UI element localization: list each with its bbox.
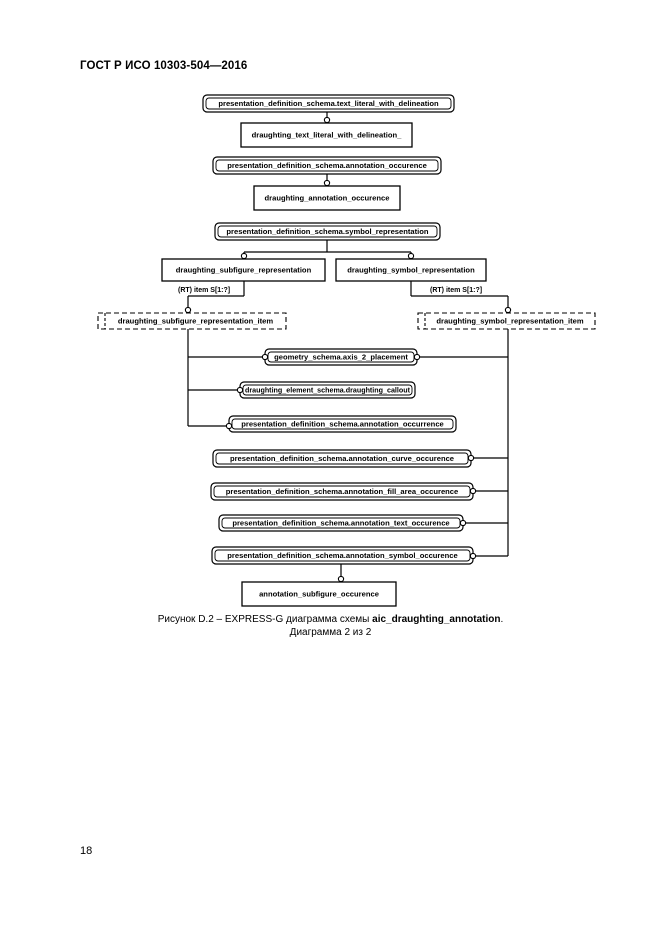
subtype-circle-3 [240, 252, 248, 260]
entity-box [205, 97, 452, 110]
entity-box [253, 185, 401, 211]
entity-draughting-symbol-representation: draughting_symbol_representation [335, 258, 487, 282]
circle-fill-area [469, 487, 477, 495]
entity-label: geometry_schema.axis_2_placement [274, 353, 408, 362]
entity-presentation-definition-schema-symbol-representation: presentation_definition_schema.symbol_re… [214, 222, 441, 241]
entity-label: presentation_definition_schema.annotatio… [241, 420, 444, 429]
entity-geometry-schema-axis-2-placement: geometry_schema.axis_2_placement [264, 348, 418, 366]
subtype-circle-1 [323, 116, 331, 124]
figure-caption: Рисунок D.2 – EXPRESS-G диаграмма схемы … [0, 613, 661, 639]
circle-text [459, 519, 467, 527]
circle-callout [236, 386, 244, 394]
entity-box [202, 94, 455, 113]
entity-box [97, 312, 287, 330]
entity-draughting-subfigure-representation-item: draughting_subfigure_representation_item [97, 312, 287, 330]
entity-label: draughting_symbol_representation_item [436, 317, 584, 326]
circle-symbol [469, 552, 477, 560]
entity-label: draughting_element_schema.draughting_cal… [245, 386, 410, 395]
circle-annotation-occurrence [225, 422, 233, 430]
entity-presentation-definition-schema-annotation-occurence: presentation_definition_schema.annotatio… [212, 156, 442, 175]
entity-box [231, 418, 454, 430]
entity-label: presentation_definition_schema.annotatio… [227, 551, 457, 560]
circle-axis-left [261, 353, 269, 361]
entity-presentation-definition-schema-annotation-curve-occurence: presentation_definition_schema.annotatio… [212, 449, 472, 468]
entity-presentation-definition-schema-annotation-occurrence: presentation_definition_schema.annotatio… [228, 415, 457, 433]
subtype-circle-2 [323, 179, 331, 187]
entity-box [215, 159, 439, 172]
entity-annotation-subfigure-occurence: annotation_subfigure_occurence [241, 581, 397, 607]
entity-box [217, 225, 438, 238]
relationship-circle-right [504, 306, 512, 314]
relationship-label-1: (RT) item S[1:?] [178, 287, 230, 294]
entity-box [212, 156, 442, 175]
relationship-label-2: (RT) item S[1:?] [430, 287, 482, 294]
subtype-circle-5 [337, 575, 345, 583]
entity-draughting-symbol-representation-item: draughting_symbol_representation_item [417, 312, 596, 330]
entity-label: presentation_definition_schema.symbol_re… [226, 227, 428, 236]
entity-draughting-subfigure-representation: draughting_subfigure_representation [161, 258, 326, 282]
entity-label: draughting_subfigure_representation_item [118, 317, 274, 326]
document-header: ГОСТ Р ИСО 10303-504—2016 [80, 60, 248, 72]
subtype-circle-4 [407, 252, 415, 260]
circle-axis-right [413, 353, 421, 361]
entity-label: presentation_definition_schema.annotatio… [230, 454, 454, 463]
entity-draughting-element-schema-draughting-callout: draughting_element_schema.draughting_cal… [239, 381, 416, 399]
entity-draughting-text-literal-with-delineation-: draughting_text_literal_with_delineation… [240, 122, 413, 148]
entity-label: presentation_definition_schema.annotatio… [226, 487, 459, 496]
entity-label: draughting_subfigure_representation [176, 266, 312, 275]
entity-box [241, 581, 397, 607]
entity-presentation-definition-schema-annotation-text-occurence: presentation_definition_schema.annotatio… [218, 514, 464, 532]
entity-draughting-annotation-occurence: draughting_annotation_occurence [253, 185, 401, 211]
entity-label: presentation_definition_schema.annotatio… [232, 519, 449, 528]
entity-presentation-definition-schema-annotation-fill-area-occurence: presentation_definition_schema.annotatio… [210, 482, 474, 501]
entity-label: presentation_definition_schema.text_lite… [218, 99, 439, 108]
entity-box [240, 122, 413, 148]
relationship-circle-left [184, 306, 192, 314]
entity-label: draughting_text_literal_with_delineation… [252, 131, 403, 140]
entity-label: draughting_symbol_representation [347, 266, 475, 275]
caption-line-2: Диаграмма 2 из 2 [289, 627, 372, 638]
schema-name: aic_draughting_annotation [372, 614, 501, 625]
entity-presentation-definition-schema-annotation-symbol-occurence: presentation_definition_schema.annotatio… [211, 546, 474, 565]
entity-label: presentation_definition_schema.annotatio… [227, 161, 427, 170]
entity-label: annotation_subfigure_occurence [259, 590, 379, 599]
caption-line-1: Рисунок D.2 – EXPRESS-G диаграмма схемы … [157, 614, 504, 625]
entity-label: draughting_annotation_occurence [265, 194, 390, 203]
page-number: 18 [80, 845, 93, 857]
entity-presentation-definition-schema-text-literal-with-delineation: presentation_definition_schema.text_lite… [202, 94, 455, 113]
entity-box [417, 312, 596, 330]
entity-box [214, 222, 441, 241]
circle-curve [467, 454, 475, 462]
